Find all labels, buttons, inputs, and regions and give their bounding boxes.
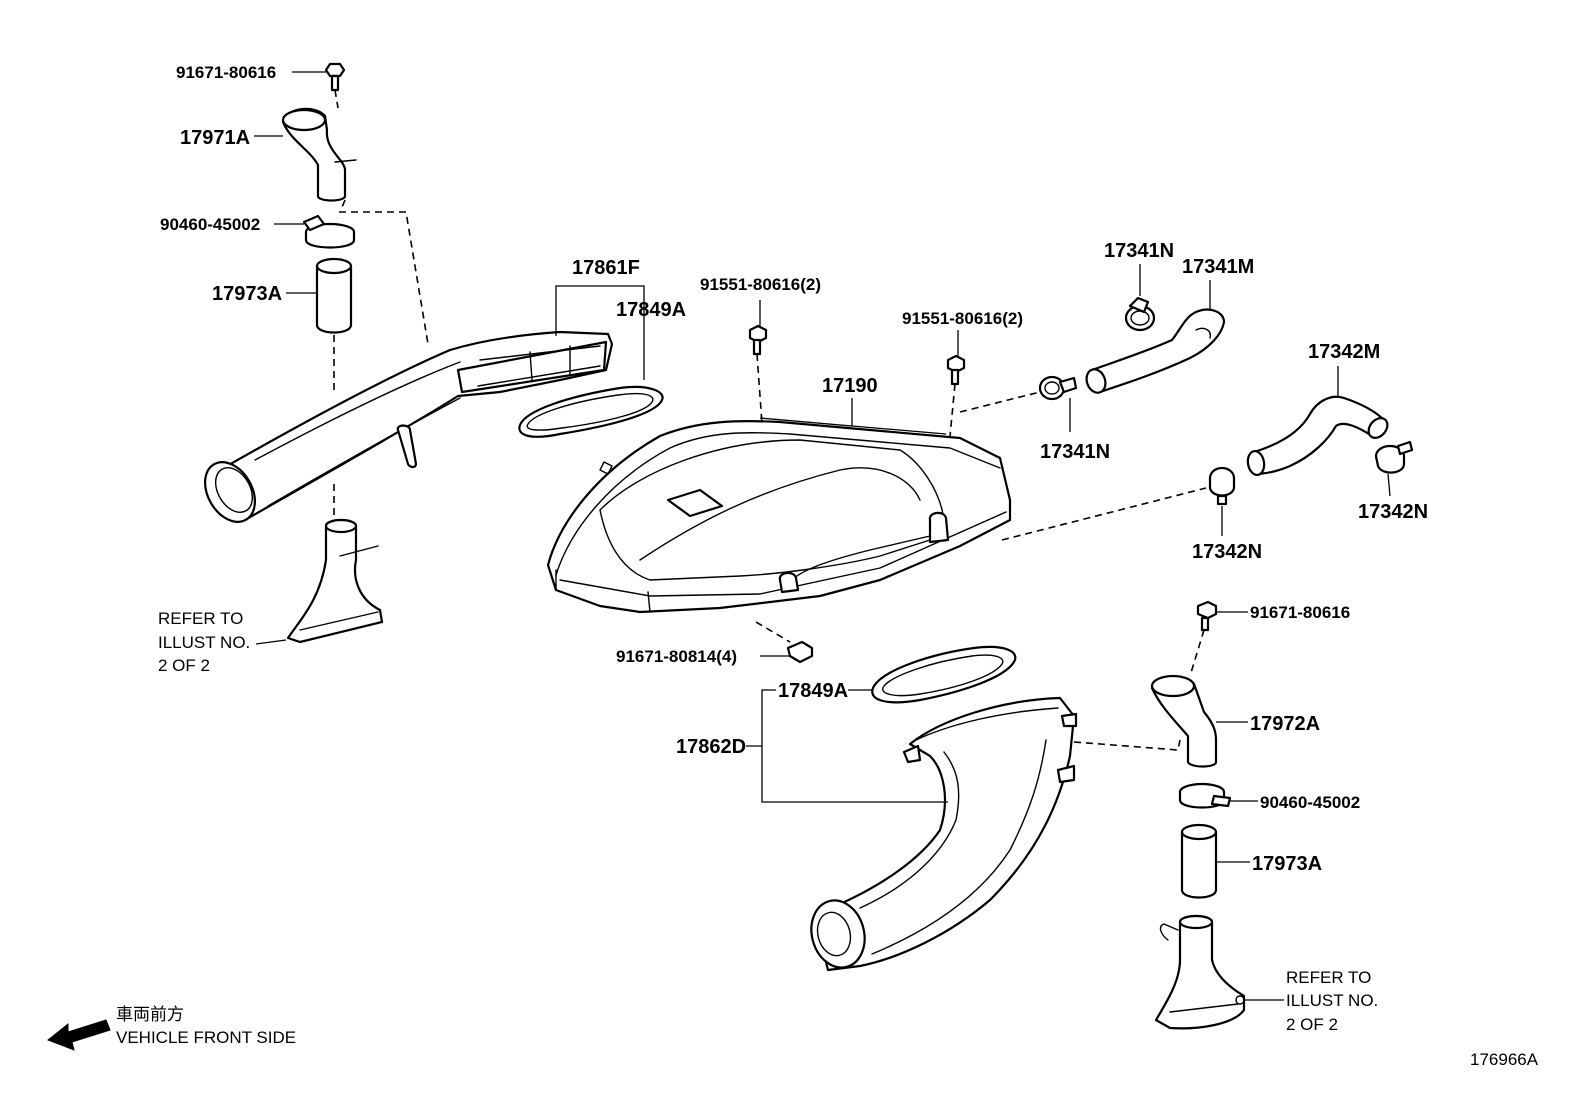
refer-note-left-line1: REFER TO bbox=[158, 609, 243, 628]
refer-note-right-line3: 2 OF 2 bbox=[1286, 1015, 1338, 1034]
elbow-tube-right bbox=[1150, 674, 1218, 768]
refer-note-right-line1: REFER TO bbox=[1286, 968, 1371, 987]
callout-91671-80814: 91671-80814(4) bbox=[616, 647, 737, 666]
intake-duct-right bbox=[810, 696, 1078, 972]
front-label-jp: 車両前方 bbox=[116, 1005, 184, 1024]
callout-91671-80616-left: 91671-80616 bbox=[176, 63, 276, 82]
vehicle-front-indicator: 車両前方 VEHICLE FRONT SIDE bbox=[47, 1005, 296, 1051]
diagram-code: 176966A bbox=[1470, 1050, 1539, 1069]
callout-17862d: 17862D bbox=[676, 736, 746, 758]
refer-note-right: REFER TO ILLUST NO. 2 OF 2 bbox=[1286, 968, 1378, 1034]
refer-note-left-line2: ILLUST NO. bbox=[158, 633, 250, 652]
callout-91551-80616-right: 91551-80616(2) bbox=[902, 309, 1023, 328]
callout-17190: 17190 bbox=[822, 375, 878, 397]
callout-17341m: 17341M bbox=[1182, 256, 1254, 278]
bolt-part-center-1 bbox=[748, 324, 768, 356]
callout-17341n-bottom: 17341N bbox=[1040, 441, 1110, 463]
leader-lines bbox=[254, 71, 1391, 1001]
hose-17342m bbox=[1246, 395, 1389, 476]
gasket-lower bbox=[871, 645, 1017, 704]
front-label-en: VEHICLE FRONT SIDE bbox=[116, 1028, 296, 1047]
hose-left bbox=[315, 257, 353, 334]
refer-note-right-line2: ILLUST NO. bbox=[1286, 991, 1378, 1010]
bolt-part-right bbox=[1196, 600, 1218, 632]
callout-17342n-right: 17342N bbox=[1358, 501, 1428, 523]
refer-note-left-line3: 2 OF 2 bbox=[158, 656, 210, 675]
hose-clamp-17342n-lower bbox=[1208, 466, 1236, 506]
callout-17971a: 17971A bbox=[180, 127, 250, 149]
callout-labels: 91671-80616 17971A 90460-45002 17973A 17… bbox=[160, 63, 1428, 875]
callout-17342m: 17342M bbox=[1308, 341, 1380, 363]
callout-91551-80616-center: 91551-80616(2) bbox=[700, 275, 821, 294]
callout-90460-45002-left: 90460-45002 bbox=[160, 215, 260, 234]
bolt-part-left-top bbox=[324, 62, 346, 92]
clamp-right bbox=[1178, 782, 1232, 809]
elbow-tube-left bbox=[281, 107, 357, 202]
lower-duct-right bbox=[1154, 914, 1246, 1030]
hose-clamp-17341n-top bbox=[1124, 296, 1156, 332]
intake-duct-left bbox=[204, 330, 614, 523]
callout-17972a: 17972A bbox=[1250, 713, 1320, 735]
callout-17849a-bottom: 17849A bbox=[778, 680, 848, 702]
hose-clamp-17342n-right bbox=[1374, 440, 1414, 474]
front-arrow-icon bbox=[47, 1019, 111, 1051]
assembly-dash-lines bbox=[333, 89, 1207, 751]
hose-clamp-17341n-bottom bbox=[1038, 375, 1078, 401]
callout-17973a-right: 17973A bbox=[1252, 853, 1322, 875]
callout-17342n-lower: 17342N bbox=[1192, 541, 1262, 563]
air-cleaner-cover bbox=[546, 419, 1012, 614]
callout-17849a-top: 17849A bbox=[616, 299, 686, 321]
hose-right bbox=[1180, 823, 1218, 899]
clamp-left bbox=[302, 214, 356, 249]
refer-note-left: REFER TO ILLUST NO. 2 OF 2 bbox=[158, 609, 250, 675]
callout-17341n-top: 17341N bbox=[1104, 240, 1174, 262]
lower-duct-left bbox=[286, 518, 384, 644]
callout-90460-45002-right: 90460-45002 bbox=[1260, 793, 1360, 812]
bolt-part-center-2 bbox=[946, 354, 966, 386]
callout-17973a-left: 17973A bbox=[212, 283, 282, 305]
gasket-upper bbox=[518, 385, 664, 438]
callout-91671-80616-right: 91671-80616 bbox=[1250, 603, 1350, 622]
bolt-part-cover-lower bbox=[786, 640, 814, 664]
hose-17341m bbox=[1085, 308, 1226, 394]
callout-17861f: 17861F bbox=[572, 257, 640, 279]
